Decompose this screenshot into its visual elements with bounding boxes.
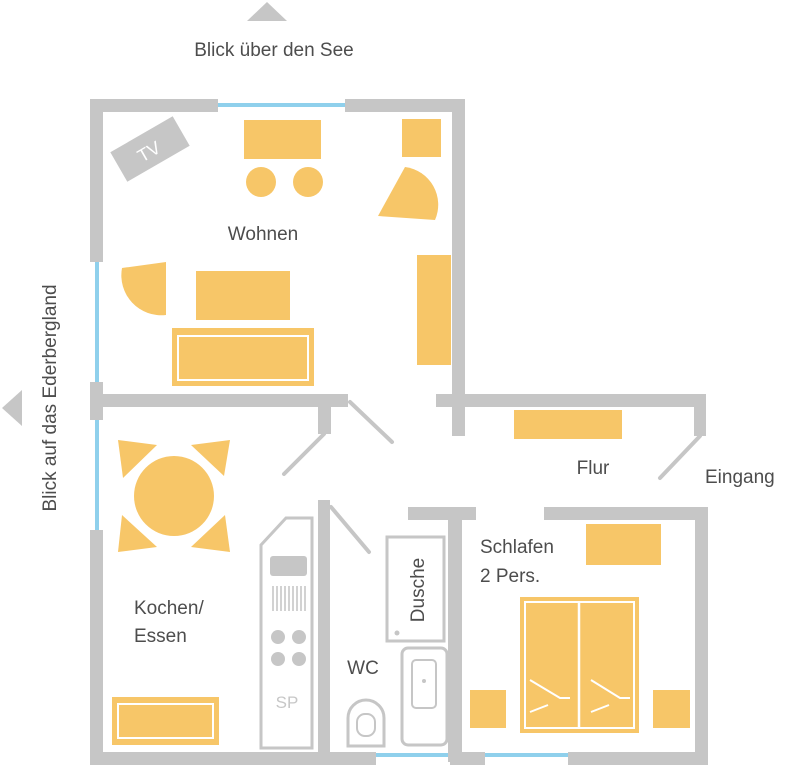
bath-fixtures xyxy=(346,535,449,748)
armchair-right xyxy=(378,167,439,220)
stool-left xyxy=(246,167,276,197)
door-eingang xyxy=(658,434,702,480)
schlafen-furniture xyxy=(470,524,690,733)
wash-basin xyxy=(400,646,449,747)
room-label-eingang: Eingang xyxy=(705,467,775,488)
kochen-furniture: SP xyxy=(112,440,314,750)
room-label-wc: WC xyxy=(347,658,379,679)
stove-icon xyxy=(271,630,306,666)
flur-cabinet xyxy=(514,410,622,439)
windows xyxy=(95,103,568,757)
room-label-schlafen-line2: 2 Pers. xyxy=(480,566,540,587)
nightstand-right xyxy=(653,690,690,728)
toilet-icon xyxy=(346,698,386,748)
dish-rack-icon xyxy=(272,586,306,611)
room-label-schlafen-line1: Schlafen xyxy=(480,537,554,558)
door-wohnen xyxy=(348,400,394,444)
room-label-kochen-line1: Kochen/ xyxy=(134,598,204,619)
wardrobe xyxy=(586,524,661,565)
room-label-dusche: Dusche xyxy=(408,558,429,622)
cabinet xyxy=(402,119,441,157)
coffee-table xyxy=(196,271,290,320)
stool-right xyxy=(293,167,323,197)
wohnen-furniture: TV xyxy=(110,116,451,386)
tv-icon xyxy=(110,116,190,182)
chair-tr xyxy=(191,440,230,476)
sink-icon xyxy=(270,556,307,576)
chair-br xyxy=(191,515,230,552)
shower xyxy=(385,535,446,643)
west-arrow-icon xyxy=(2,390,22,426)
room-label-wohnen: Wohnen xyxy=(228,224,298,245)
nightstand-left xyxy=(470,690,506,728)
shelf xyxy=(417,255,451,365)
chair-bl xyxy=(118,515,157,552)
west-view-label: Blick auf das Ederbergland xyxy=(40,284,61,511)
sp-label: SP xyxy=(276,693,299,712)
door-kochen xyxy=(282,432,326,476)
room-label-kochen-line2: Essen xyxy=(134,626,187,647)
dining-table xyxy=(134,456,214,536)
doors xyxy=(282,400,702,554)
room-label-flur: Flur xyxy=(577,458,610,479)
door-wc xyxy=(329,505,371,554)
walls xyxy=(90,99,708,765)
north-view-label: Blick über den See xyxy=(194,40,354,61)
north-arrow-icon xyxy=(247,2,287,21)
sideboard xyxy=(244,120,321,159)
chair-tl xyxy=(118,440,157,478)
sofa xyxy=(172,328,314,386)
armchair-left xyxy=(121,262,166,316)
